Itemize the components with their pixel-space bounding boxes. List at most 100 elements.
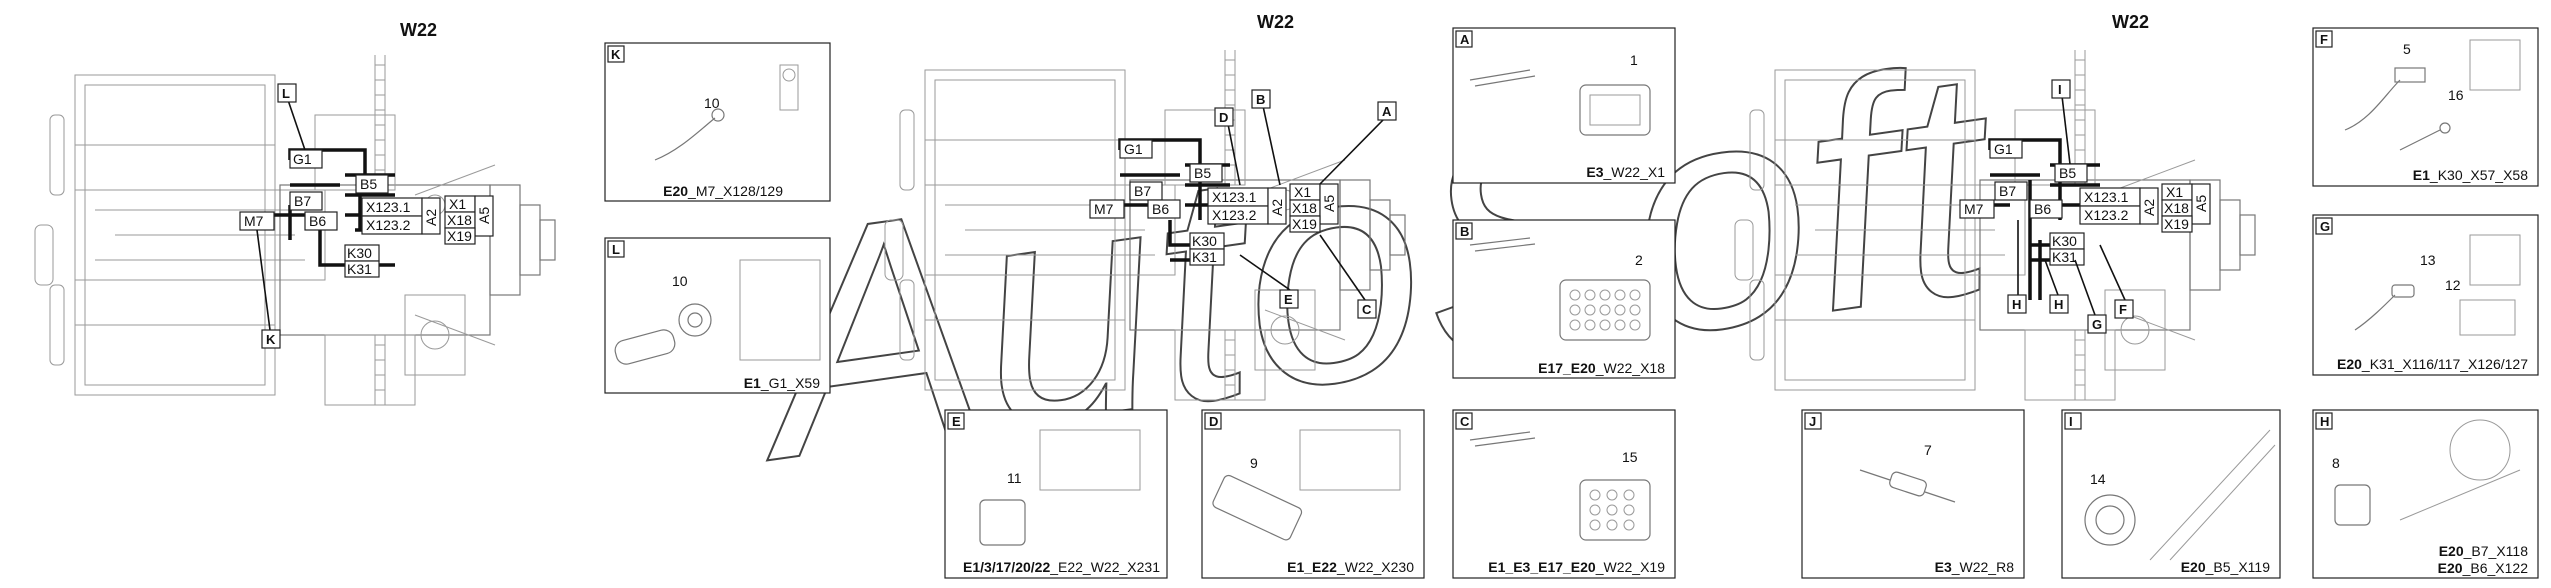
label-x19: X19 <box>447 228 472 244</box>
panel-k: K 10 E20_M7_X128/129 <box>604 42 831 202</box>
label-k30: K30 <box>347 245 372 261</box>
panel-e-caption: E1/3/17/20/22_E22_W22_X231 <box>963 559 1160 575</box>
callout-k <box>261 329 281 349</box>
callout-l <box>277 83 297 103</box>
panel-j-caption: E3_W22_R8 <box>1935 559 2015 575</box>
panel-b-id: B <box>1460 224 1469 239</box>
c2-label-x18: X18 <box>1292 200 1317 216</box>
callout-i-label: I <box>2058 82 2062 97</box>
ring-lug-icon <box>614 329 676 365</box>
connector-a2 <box>421 197 441 235</box>
callout-e <box>1279 289 1299 309</box>
label-x123-2: X123.2 <box>366 217 411 233</box>
c2-connector-b6 <box>1147 199 1181 219</box>
c3-label-m7: M7 <box>1964 201 1984 217</box>
panel-f: F 5 16 E1_K30_X57_X58 <box>2312 27 2539 187</box>
c2-label-k30: K30 <box>1192 233 1217 249</box>
callout-h-1-label: H <box>2012 297 2021 312</box>
panel-f-id: F <box>2320 32 2328 47</box>
label-x1: X1 <box>449 196 466 212</box>
panel-i-item: 14 <box>2090 471 2106 487</box>
panel-j: J 7 E3_W22_R8 <box>1801 409 2025 579</box>
c2-label-a2: A2 <box>1269 199 1285 216</box>
label-b5: B5 <box>360 176 377 192</box>
c2-label-b6: B6 <box>1152 201 1169 217</box>
c2-connector-b5 <box>1189 163 1223 183</box>
plug-icon <box>1579 84 1651 136</box>
resistor-icon <box>1889 471 1927 497</box>
callout-b-label: B <box>1256 92 1265 107</box>
panel-c-item: 15 <box>1622 449 1638 465</box>
label-x18: X18 <box>447 212 472 228</box>
panel-d: D 9 E1_E22_W22_X230 <box>1201 409 1425 579</box>
panel-h-id: H <box>2320 414 2329 429</box>
relay-g-icon <box>2469 234 2521 286</box>
callout-c <box>1357 299 1377 319</box>
c3-label-a2: A2 <box>2141 199 2157 216</box>
connector-a5 <box>474 195 494 237</box>
panel-i-id: I <box>2069 414 2073 429</box>
callout-h-1 <box>2007 294 2027 314</box>
panel-c-caption: E1_E3_E17_E20_W22_X19 <box>1488 559 1665 575</box>
c2-label-b7: B7 <box>1134 183 1151 199</box>
c3-connector-b6 <box>2029 199 2063 219</box>
panel-j-id: J <box>1809 414 1816 429</box>
connector-g1 <box>289 149 323 169</box>
panel-e-id: E <box>952 414 961 429</box>
c3-label-b7: B7 <box>1999 183 2016 199</box>
callout-d <box>1214 107 1234 127</box>
label-x123-1: X123.1 <box>366 199 411 215</box>
c3-label-x123-2: X123.2 <box>2084 207 2129 223</box>
panel-d-id: D <box>1209 414 1218 429</box>
panel-g-caption: E20_K31_X116/117_X126/127 <box>2337 356 2528 372</box>
callout-g <box>2087 314 2107 334</box>
c2-label-g1: G1 <box>1124 141 1143 157</box>
panel-f-item2: 16 <box>2448 87 2464 103</box>
panel-l-id: L <box>612 242 620 257</box>
label-g1: G1 <box>293 151 312 167</box>
callout-g-label: G <box>2092 317 2102 332</box>
pin-strip-icon <box>1469 69 1536 87</box>
c2-label-x19: X19 <box>1292 216 1317 232</box>
panel-g-item2: 12 <box>2445 277 2461 293</box>
cable-lug-icon <box>2344 79 2401 131</box>
panel-h-caption: E20_B7_X118 <box>2439 543 2528 559</box>
callout-a <box>1377 101 1397 121</box>
callout-d-label: D <box>1219 110 1228 125</box>
c2-label-k31: K31 <box>1192 249 1217 265</box>
label-m7: M7 <box>244 213 264 229</box>
panel-g-item: 13 <box>2420 252 2436 268</box>
c3-label-g1: G1 <box>1994 141 2013 157</box>
plug-18-icon <box>1559 279 1651 341</box>
c3-connector-a5 <box>2191 183 2211 225</box>
panel-l: L 10 E1_G1_X59 <box>604 237 831 394</box>
panel-f-caption: E1_K30_X57_X58 <box>2413 167 2528 183</box>
panel-l-item: 10 <box>672 273 688 289</box>
c2-connector-a2 <box>1267 187 1287 225</box>
round-connector-icon <box>2084 494 2136 546</box>
c3-label-a5: A5 <box>2193 195 2209 212</box>
diagram-2: W22 G1 B5 B7 B6 M7 X123.1 X123.2 A2 X1 X… <box>884 12 1406 401</box>
panel-b: B 2 E17_E20_W22_X18 <box>1452 219 1676 379</box>
resistor-leads-icon <box>1859 469 1956 503</box>
c3-connector-x19 <box>2161 215 2193 233</box>
panel-e-item: 11 <box>1007 470 1022 486</box>
diagram-3-title: W22 <box>2112 12 2149 32</box>
diagram-2-title: W22 <box>1257 12 1294 32</box>
c2-label-x1: X1 <box>1294 184 1311 200</box>
callout-e-label: E <box>1284 292 1293 307</box>
c2-label-x123-1: X123.1 <box>1212 189 1257 205</box>
c3-connector-b7 <box>1994 181 2028 201</box>
c3-label-x1: X1 <box>2166 184 2183 200</box>
panel-b-caption: E17_E20_W22_X18 <box>1538 360 1665 376</box>
panel-b-item: 2 <box>1635 252 1643 268</box>
panel-i-caption: E20_B5_X119 <box>2181 559 2270 575</box>
panel-j-item: 7 <box>1924 442 1932 458</box>
label-b6: B6 <box>309 213 326 229</box>
panel-a-id: A <box>1460 32 1470 47</box>
panel-i: I 14 E20_B5_X119 <box>2061 409 2281 579</box>
callout-f-label: F <box>2119 302 2127 317</box>
panel-a-item: 1 <box>1630 52 1638 68</box>
c2-label-b5: B5 <box>1194 165 1211 181</box>
panel-c-id: C <box>1460 414 1470 429</box>
